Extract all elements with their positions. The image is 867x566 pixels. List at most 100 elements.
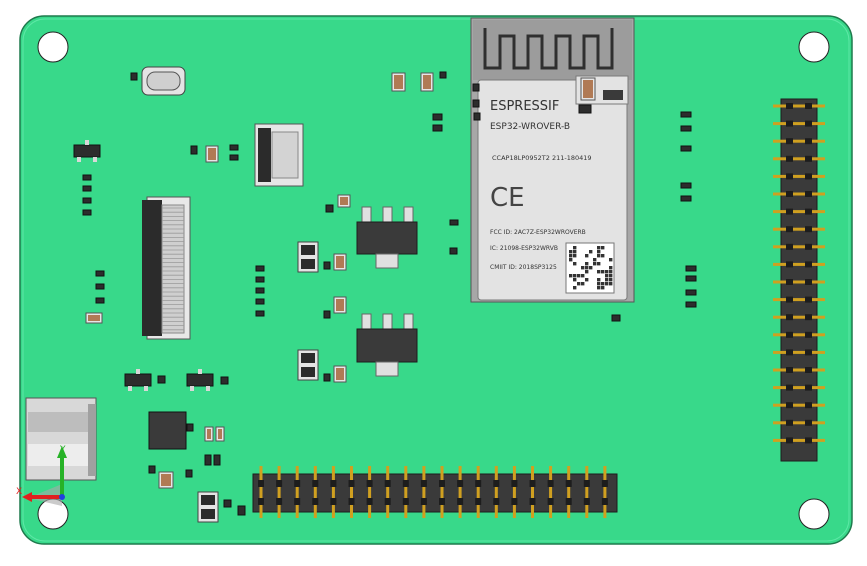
qr-module — [609, 282, 613, 286]
header-pin-hole — [366, 480, 373, 487]
header-pin-hole — [258, 480, 264, 487]
header-pin-hole — [475, 498, 482, 505]
module-chip-small — [603, 90, 623, 100]
header-pin-hole — [511, 480, 518, 487]
header-pin-hole — [805, 437, 812, 444]
qr-module — [597, 254, 601, 258]
header-bottom-body — [252, 473, 618, 513]
capacitor-body — [583, 80, 593, 98]
header-pin-hole — [601, 498, 608, 505]
header-pin-hole — [457, 480, 464, 487]
sot-transistor — [73, 144, 101, 158]
qr-module — [573, 250, 577, 254]
smd-component — [82, 197, 92, 204]
axis-y-label: Y — [59, 445, 66, 455]
header-pin-hole — [805, 331, 812, 338]
sot-transistor — [186, 373, 214, 387]
smd-component — [229, 154, 239, 161]
qr-module — [609, 258, 613, 262]
header-pin — [585, 466, 589, 518]
header-pin-hole — [439, 480, 445, 487]
qr-module — [573, 246, 577, 250]
header-pin-hole — [384, 498, 391, 505]
pcb-board-inner-outline — [22, 18, 850, 542]
smd-component — [432, 113, 443, 121]
header-pin-hole — [420, 480, 427, 487]
smd-component — [223, 499, 232, 508]
header-pin-hole — [786, 138, 793, 145]
header-pin-hole — [805, 261, 812, 268]
smd-component — [611, 314, 621, 322]
smd-component — [578, 104, 592, 114]
header-pin — [404, 466, 408, 518]
qr-module — [573, 286, 577, 290]
ce-mark: CE — [490, 183, 525, 213]
header-pin — [773, 333, 825, 337]
sot-transistor-lead — [198, 369, 202, 374]
header-pin — [295, 466, 299, 518]
header-pin-hole — [529, 498, 536, 505]
header-pin-hole — [786, 155, 793, 162]
qr-code-icon — [565, 242, 615, 294]
capacitor-body — [218, 429, 222, 439]
header-pin-hole — [475, 480, 482, 487]
header-pin — [603, 466, 607, 518]
header-pin-hole — [312, 498, 319, 505]
module-cert-line: CCAP18LP0952T2 211-180419 — [492, 154, 592, 162]
qr-module — [605, 270, 609, 274]
capacitor-body — [340, 197, 348, 205]
header-pin-hole — [402, 498, 409, 505]
header-pin — [773, 245, 825, 249]
header-pin — [773, 386, 825, 390]
qr-module — [581, 282, 585, 286]
qfn-chip — [148, 411, 187, 450]
header-pin-hole — [786, 279, 793, 285]
header-pin — [773, 192, 825, 196]
qr-module — [605, 282, 609, 286]
smd-component — [213, 454, 221, 466]
header-pin — [773, 157, 825, 161]
crystal — [141, 66, 186, 96]
smd-component — [185, 469, 193, 478]
smd-component — [95, 297, 105, 304]
header-pin — [773, 104, 825, 108]
smd-component — [680, 111, 692, 118]
header-pin-hole — [786, 120, 793, 127]
capacitor-body — [208, 148, 216, 160]
qr-module — [581, 274, 585, 278]
antenna-trace — [483, 28, 614, 70]
qr-module — [601, 286, 605, 290]
header-pin-hole — [529, 480, 536, 487]
header-pin-hole — [786, 296, 793, 303]
header-pin-hole — [805, 155, 812, 162]
capacitor-body — [336, 299, 344, 311]
header-pin-hole — [402, 480, 409, 487]
smd-component — [685, 275, 697, 282]
fpc-connector-large — [142, 196, 191, 340]
header-pin — [277, 466, 281, 518]
header-pin — [549, 466, 553, 518]
header-pin — [386, 466, 390, 518]
header-pin — [773, 421, 825, 425]
header-pin — [422, 466, 426, 518]
qr-module — [589, 250, 593, 254]
qr-module — [573, 274, 577, 278]
header-pin-hole — [786, 173, 793, 180]
capacitor-body — [336, 256, 344, 268]
header-pin-hole — [276, 498, 283, 505]
smd-component — [255, 276, 265, 283]
fpc-connector-small — [254, 123, 304, 187]
axis-x-label: X — [16, 487, 22, 497]
smd-component — [190, 145, 198, 155]
qr-module — [601, 254, 605, 258]
header-pin-hole — [420, 498, 427, 505]
header-pin-hole — [565, 480, 572, 487]
header-pin-hole — [786, 261, 793, 268]
header-pin-hole — [786, 103, 793, 109]
smd-component — [473, 112, 481, 121]
sot-transistor-lead — [93, 157, 97, 162]
qr-module — [593, 258, 597, 262]
smd-component — [95, 283, 105, 290]
diode-package-bottom — [301, 367, 315, 377]
header-pin-hole — [805, 103, 812, 109]
